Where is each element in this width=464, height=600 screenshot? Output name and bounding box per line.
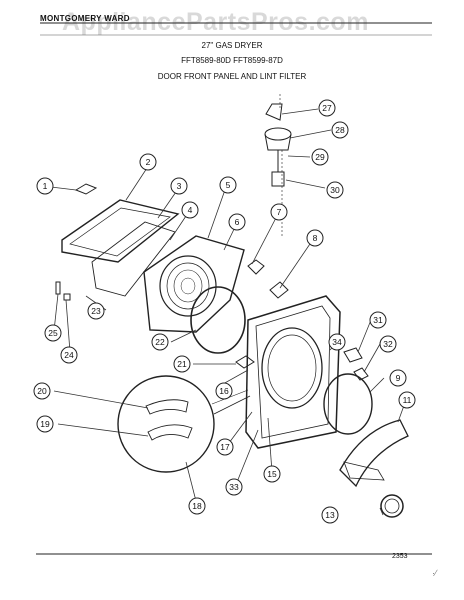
- front-panel: [245, 295, 341, 449]
- part-13-ring: [380, 494, 404, 518]
- callout-30: 30: [326, 181, 344, 199]
- part-9-ring: [323, 373, 373, 435]
- callout-2: 2: [139, 153, 157, 171]
- callout-label: 6: [235, 217, 240, 227]
- callout-8: 8: [306, 229, 324, 247]
- callout-32: 32: [379, 335, 397, 353]
- callout-label: 33: [229, 482, 239, 492]
- callout-label: 18: [192, 501, 202, 511]
- callout-28: 28: [331, 121, 349, 139]
- model-numbers: FFT8589-80D FFT8599-87D: [181, 56, 283, 65]
- callout-label: 1: [43, 181, 48, 191]
- callout-27: 27: [318, 99, 336, 117]
- callout-label: 30: [330, 185, 340, 195]
- part-32-clip: [353, 367, 369, 381]
- callout-label: 23: [91, 306, 101, 316]
- callout-label: 32: [383, 339, 393, 349]
- callout-33: 33: [225, 478, 243, 496]
- part-7-hinge: [247, 259, 265, 275]
- callout-15: 15: [263, 465, 281, 483]
- callout-label: 29: [315, 152, 325, 162]
- callout-1: 1: [36, 177, 54, 195]
- callout-16: 16: [215, 382, 233, 400]
- callout-6: 6: [228, 213, 246, 231]
- callout-label: 31: [373, 315, 383, 325]
- callout-label: 7: [277, 207, 282, 217]
- callout-13: 13: [321, 506, 339, 524]
- callouts: 1 2 3 4 5 6 7 8 9 11 13 15 16 17 18 19 2…: [33, 99, 416, 524]
- part-24: [63, 293, 71, 301]
- callout-label: 22: [155, 337, 165, 347]
- callout-29: 29: [311, 148, 329, 166]
- part-8-catch: [269, 281, 289, 299]
- brand-label: MONTGOMERY WARD: [40, 14, 130, 23]
- callout-label: 9: [396, 373, 401, 383]
- part-27: [265, 103, 283, 121]
- callout-label: 28: [335, 125, 345, 135]
- callout-label: 19: [40, 419, 50, 429]
- section-title: DOOR FRONT PANEL AND LINT FILTER: [157, 72, 307, 81]
- callout-21: 21: [173, 355, 191, 373]
- callout-label: 3: [177, 181, 182, 191]
- leader-lines: [50, 108, 407, 516]
- callout-31: 31: [369, 311, 387, 329]
- diagram-number: 2353: [392, 553, 408, 560]
- callout-label: 11: [403, 395, 412, 405]
- callout-17: 17: [216, 438, 234, 456]
- callout-20: 20: [33, 382, 51, 400]
- part-25-pin: [55, 281, 61, 295]
- callout-24: 24: [60, 346, 78, 364]
- part-28: [264, 133, 292, 151]
- callout-label: 13: [325, 510, 335, 520]
- diagram-title: 27" GAS DRYER: [201, 41, 263, 50]
- corner-mark: ·∕: [432, 568, 437, 578]
- callout-label: 21: [177, 359, 187, 369]
- callout-11: 11: [398, 391, 416, 409]
- callout-label: 15: [267, 469, 277, 479]
- part-22-gasket: [190, 286, 246, 354]
- callout-18: 18: [188, 497, 206, 515]
- part-6-door-inner: [143, 235, 245, 333]
- callout-label: 5: [226, 180, 231, 190]
- callout-7: 7: [270, 203, 288, 221]
- part-3-screen: [91, 221, 176, 297]
- callout-label: 27: [322, 103, 332, 113]
- callout-23: 23: [87, 302, 105, 320]
- part-1-clip: [74, 183, 98, 195]
- callout-19: 19: [36, 415, 54, 433]
- part-21-clip: [235, 355, 255, 369]
- callout-34: 34: [328, 333, 346, 351]
- callout-label: 25: [48, 328, 58, 338]
- callout-4: 4: [181, 201, 199, 219]
- callout-label: 17: [220, 442, 230, 452]
- part-31-bracket: [343, 347, 363, 363]
- callout-label: 8: [313, 233, 318, 243]
- part-11-duct: [339, 419, 409, 488]
- part-2-filter-frame: [61, 199, 180, 263]
- part-30: [271, 171, 285, 187]
- callout-5: 5: [219, 176, 237, 194]
- callout-label: 4: [188, 205, 193, 215]
- watermark: AppliancePartsPros.com: [62, 8, 369, 36]
- callout-22: 22: [151, 333, 169, 351]
- callout-label: 24: [64, 350, 74, 360]
- callout-label: 20: [37, 386, 47, 396]
- callout-label: 16: [219, 386, 229, 396]
- parts-drawing: [55, 94, 409, 518]
- callout-25: 25: [44, 324, 62, 342]
- detail-circle: [117, 375, 215, 473]
- callout-label: 34: [332, 337, 342, 347]
- callout-9: 9: [389, 369, 407, 387]
- callout-3: 3: [170, 177, 188, 195]
- callout-label: 2: [146, 157, 151, 167]
